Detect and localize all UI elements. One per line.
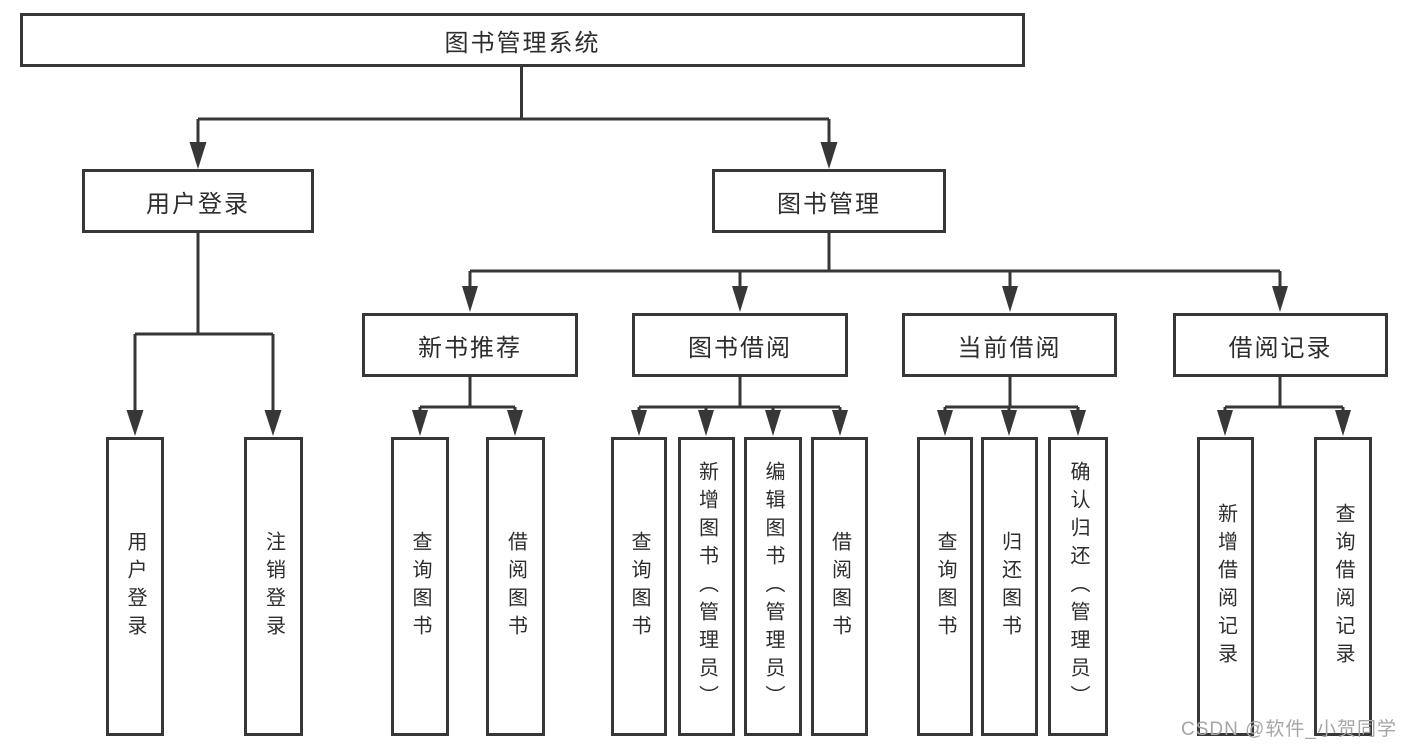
leaf-current-confirm-return-admin: 确认归还（管理员） [1048, 437, 1108, 736]
node-book-borrow: 图书借阅 [632, 313, 848, 377]
node-borrow-record: 借阅记录 [1173, 313, 1388, 377]
node-current-borrow: 当前借阅 [902, 313, 1117, 377]
node-user-login: 用户登录 [82, 169, 314, 233]
node-book-management: 图书管理 [712, 169, 946, 233]
leaf-current-return-book: 归还图书 [981, 437, 1038, 736]
node-root-library-system: 图书管理系统 [20, 13, 1025, 67]
arrowheads [126, 142, 1351, 436]
leaf-borrow-borrow-book: 借阅图书 [811, 437, 868, 736]
leaf-recommend-borrow-book: 借阅图书 [486, 437, 545, 736]
leaf-record-query-borrow-record: 查询借阅记录 [1314, 437, 1372, 736]
node-new-book-recommend: 新书推荐 [362, 313, 578, 377]
csdn-watermark: CSDN @软件_小贺同学 [1181, 719, 1397, 740]
leaf-logout: 注销登录 [244, 437, 303, 736]
leaf-current-query-book: 查询图书 [917, 437, 973, 736]
leaf-user-login: 用户登录 [106, 437, 164, 736]
leaf-borrow-add-book-admin: 新增图书（管理员） [678, 437, 735, 736]
leaf-record-add-borrow-record: 新增借阅记录 [1197, 437, 1254, 736]
leaf-recommend-query-book: 查询图书 [391, 437, 449, 736]
leaf-borrow-query-book: 查询图书 [611, 437, 667, 736]
leaf-borrow-edit-book-admin: 编辑图书（管理员） [744, 437, 802, 736]
